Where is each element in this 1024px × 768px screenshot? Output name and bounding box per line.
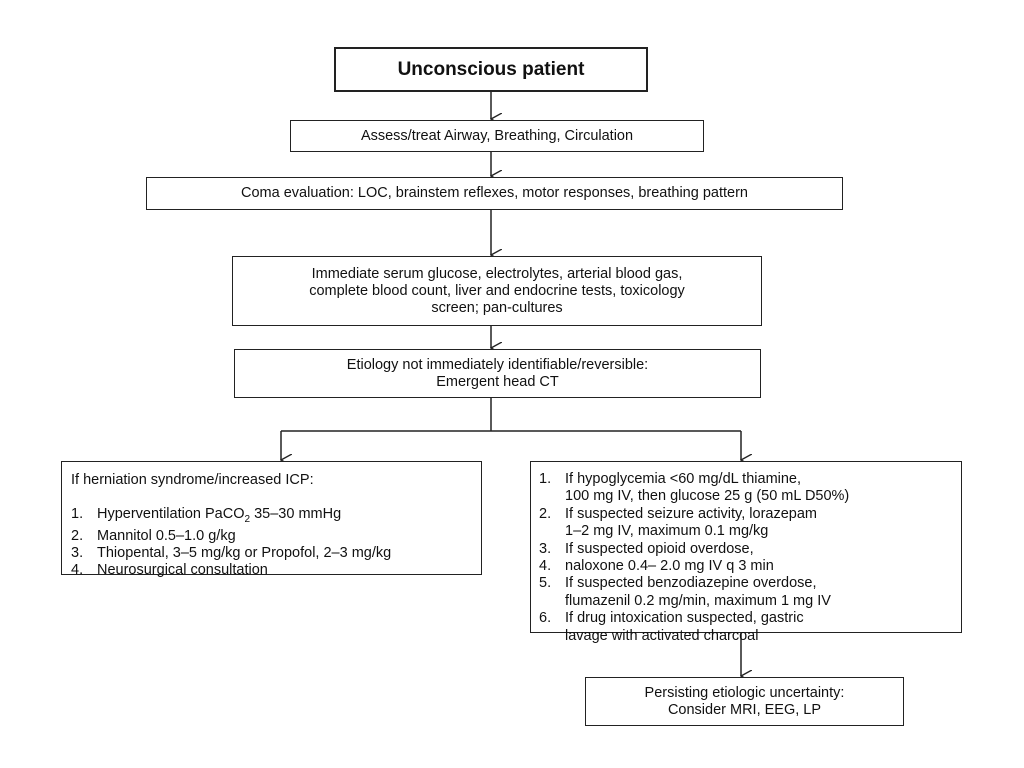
list-item: 5. If suspected benzodiazepine overdose,… bbox=[539, 575, 961, 610]
item-line: lavage with activated charcoal bbox=[565, 627, 759, 644]
item-text: Neurosurgical consultation bbox=[97, 561, 268, 578]
item-number: 4. bbox=[71, 561, 84, 578]
item-number: 4. bbox=[539, 558, 552, 575]
list-item: 3. Thiopental, 3–5 mg/kg or Propofol, 2–… bbox=[71, 545, 481, 562]
list-item: 2. If suspected seizure activity, loraze… bbox=[539, 506, 961, 541]
etiology-line: Emergent head CT bbox=[436, 373, 559, 390]
list-item: 6. If drug intoxication suspected, gastr… bbox=[539, 610, 961, 645]
etiology-box: Etiology not immediately identifiable/re… bbox=[234, 349, 761, 398]
item-text: Thiopental, 3–5 mg/kg or Propofol, 2–3 m… bbox=[97, 544, 392, 561]
item-text: 35–30 mmHg bbox=[250, 506, 342, 522]
treatments-list: 1. If hypoglycemia <60 mg/dL thiamine,10… bbox=[539, 471, 961, 645]
item-line: flumazenil 0.2 mg/min, maximum 1 mg IV bbox=[565, 592, 831, 609]
start-label: Unconscious patient bbox=[397, 59, 585, 80]
list-item: 1. Hyperventilation PaCO2 35–30 mmHg bbox=[71, 506, 481, 528]
list-item: 2. Mannitol 0.5–1.0 g/kg bbox=[71, 528, 481, 545]
labs-line: complete blood count, liver and endocrin… bbox=[309, 282, 685, 299]
uncertainty-box: Persisting etiologic uncertainty: Consid… bbox=[585, 677, 904, 726]
item-number: 1. bbox=[71, 506, 84, 522]
item-number: 2. bbox=[71, 527, 84, 544]
uncertainty-line: Persisting etiologic uncertainty: bbox=[644, 684, 845, 701]
list-item: 3. If suspected opioid overdose, bbox=[539, 541, 961, 558]
list-item: 1. If hypoglycemia <60 mg/dL thiamine,10… bbox=[539, 471, 961, 506]
abc-label: Assess/treat Airway, Breathing, Circulat… bbox=[360, 127, 634, 144]
herniation-box: If herniation syndrome/increased ICP: 1.… bbox=[61, 461, 482, 578]
item-number: 5. bbox=[539, 575, 552, 592]
item-line: 1–2 mg IV, maximum 0.1 mg/kg bbox=[565, 523, 769, 540]
uncertainty-line: Consider MRI, EEG, LP bbox=[667, 701, 822, 718]
start-box: Unconscious patient bbox=[334, 47, 648, 92]
abc-box: Assess/treat Airway, Breathing, Circulat… bbox=[290, 120, 704, 152]
item-number: 3. bbox=[539, 540, 552, 557]
labs-box: Immediate serum glucose, electrolytes, a… bbox=[232, 256, 762, 326]
item-line: If suspected opioid overdose, bbox=[565, 540, 754, 557]
herniation-list: 1. Hyperventilation PaCO2 35–30 mmHg 2. … bbox=[71, 506, 481, 579]
item-number: 2. bbox=[539, 505, 552, 522]
item-line: naloxone 0.4– 2.0 mg IV q 3 min bbox=[565, 558, 774, 575]
subscript: 2 bbox=[244, 513, 251, 525]
item-text: Hyperventilation PaCO bbox=[97, 506, 245, 522]
treatments-box: 1. If hypoglycemia <60 mg/dL thiamine,10… bbox=[530, 461, 962, 644]
item-number: 1. bbox=[539, 471, 552, 487]
coma-evaluation-label: Coma evaluation: LOC, brainstem reflexes… bbox=[241, 185, 748, 201]
item-line: If drug intoxication suspected, gastric bbox=[565, 610, 804, 627]
item-line: If hypoglycemia <60 mg/dL thiamine, bbox=[565, 471, 802, 487]
labs-line: Immediate serum glucose, electrolytes, a… bbox=[311, 265, 683, 282]
item-number: 6. bbox=[539, 610, 552, 627]
herniation-heading: If herniation syndrome/increased ICP: bbox=[71, 472, 314, 488]
item-line: 100 mg IV, then glucose 25 g (50 mL D50%… bbox=[565, 488, 850, 505]
item-text: Mannitol 0.5–1.0 g/kg bbox=[97, 527, 236, 544]
item-line: If suspected benzodiazepine overdose, bbox=[565, 575, 817, 592]
etiology-line: Etiology not immediately identifiable/re… bbox=[346, 356, 649, 373]
coma-evaluation-box: Coma evaluation: LOC, brainstem reflexes… bbox=[146, 177, 843, 210]
labs-line: screen; pan-cultures bbox=[431, 299, 563, 316]
list-item: 4. Neurosurgical consultation bbox=[71, 562, 481, 579]
item-number: 3. bbox=[71, 544, 84, 561]
item-line: If suspected seizure activity, lorazepam bbox=[565, 505, 817, 522]
list-item: 4. naloxone 0.4– 2.0 mg IV q 3 min bbox=[539, 558, 961, 575]
